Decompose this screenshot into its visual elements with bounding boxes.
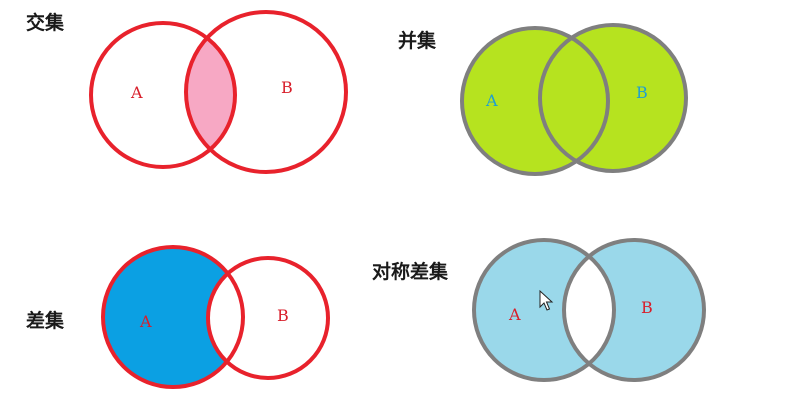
symmetric-label-a: A <box>508 305 521 324</box>
intersection-circle-b <box>184 10 348 174</box>
union-label-a: A <box>485 91 498 110</box>
union-label-b: B <box>636 83 648 102</box>
intersection-circle-a <box>89 21 237 169</box>
difference-label-a: A <box>139 312 152 331</box>
symmetric-overlap-mask <box>564 240 614 380</box>
caption-difference: 差集 <box>26 309 65 332</box>
intersection-label-b: B <box>281 78 293 97</box>
symmetric-circle-a <box>472 238 616 382</box>
union-circle-b <box>538 23 688 173</box>
union-circle-a <box>460 26 610 176</box>
symmetric-label-b: B <box>641 298 653 317</box>
difference-fill-a <box>103 247 243 387</box>
difference-label-b: B <box>277 306 289 325</box>
caption-union: 并集 <box>398 29 437 52</box>
intersection-venn <box>89 10 348 174</box>
intersection-label-a: A <box>130 83 143 102</box>
difference-circle-b <box>206 256 330 380</box>
union-fill-b <box>540 25 686 171</box>
union-venn <box>460 23 688 176</box>
caption-symmetric-difference: 对称差集 <box>372 260 449 283</box>
difference-circle-a <box>101 245 245 389</box>
symmetric-circle-b <box>562 238 706 382</box>
mouse-pointer-icon <box>539 289 554 311</box>
symmetric-difference-venn <box>472 238 706 382</box>
caption-intersection: 交集 <box>26 11 65 34</box>
difference-venn <box>101 245 330 389</box>
